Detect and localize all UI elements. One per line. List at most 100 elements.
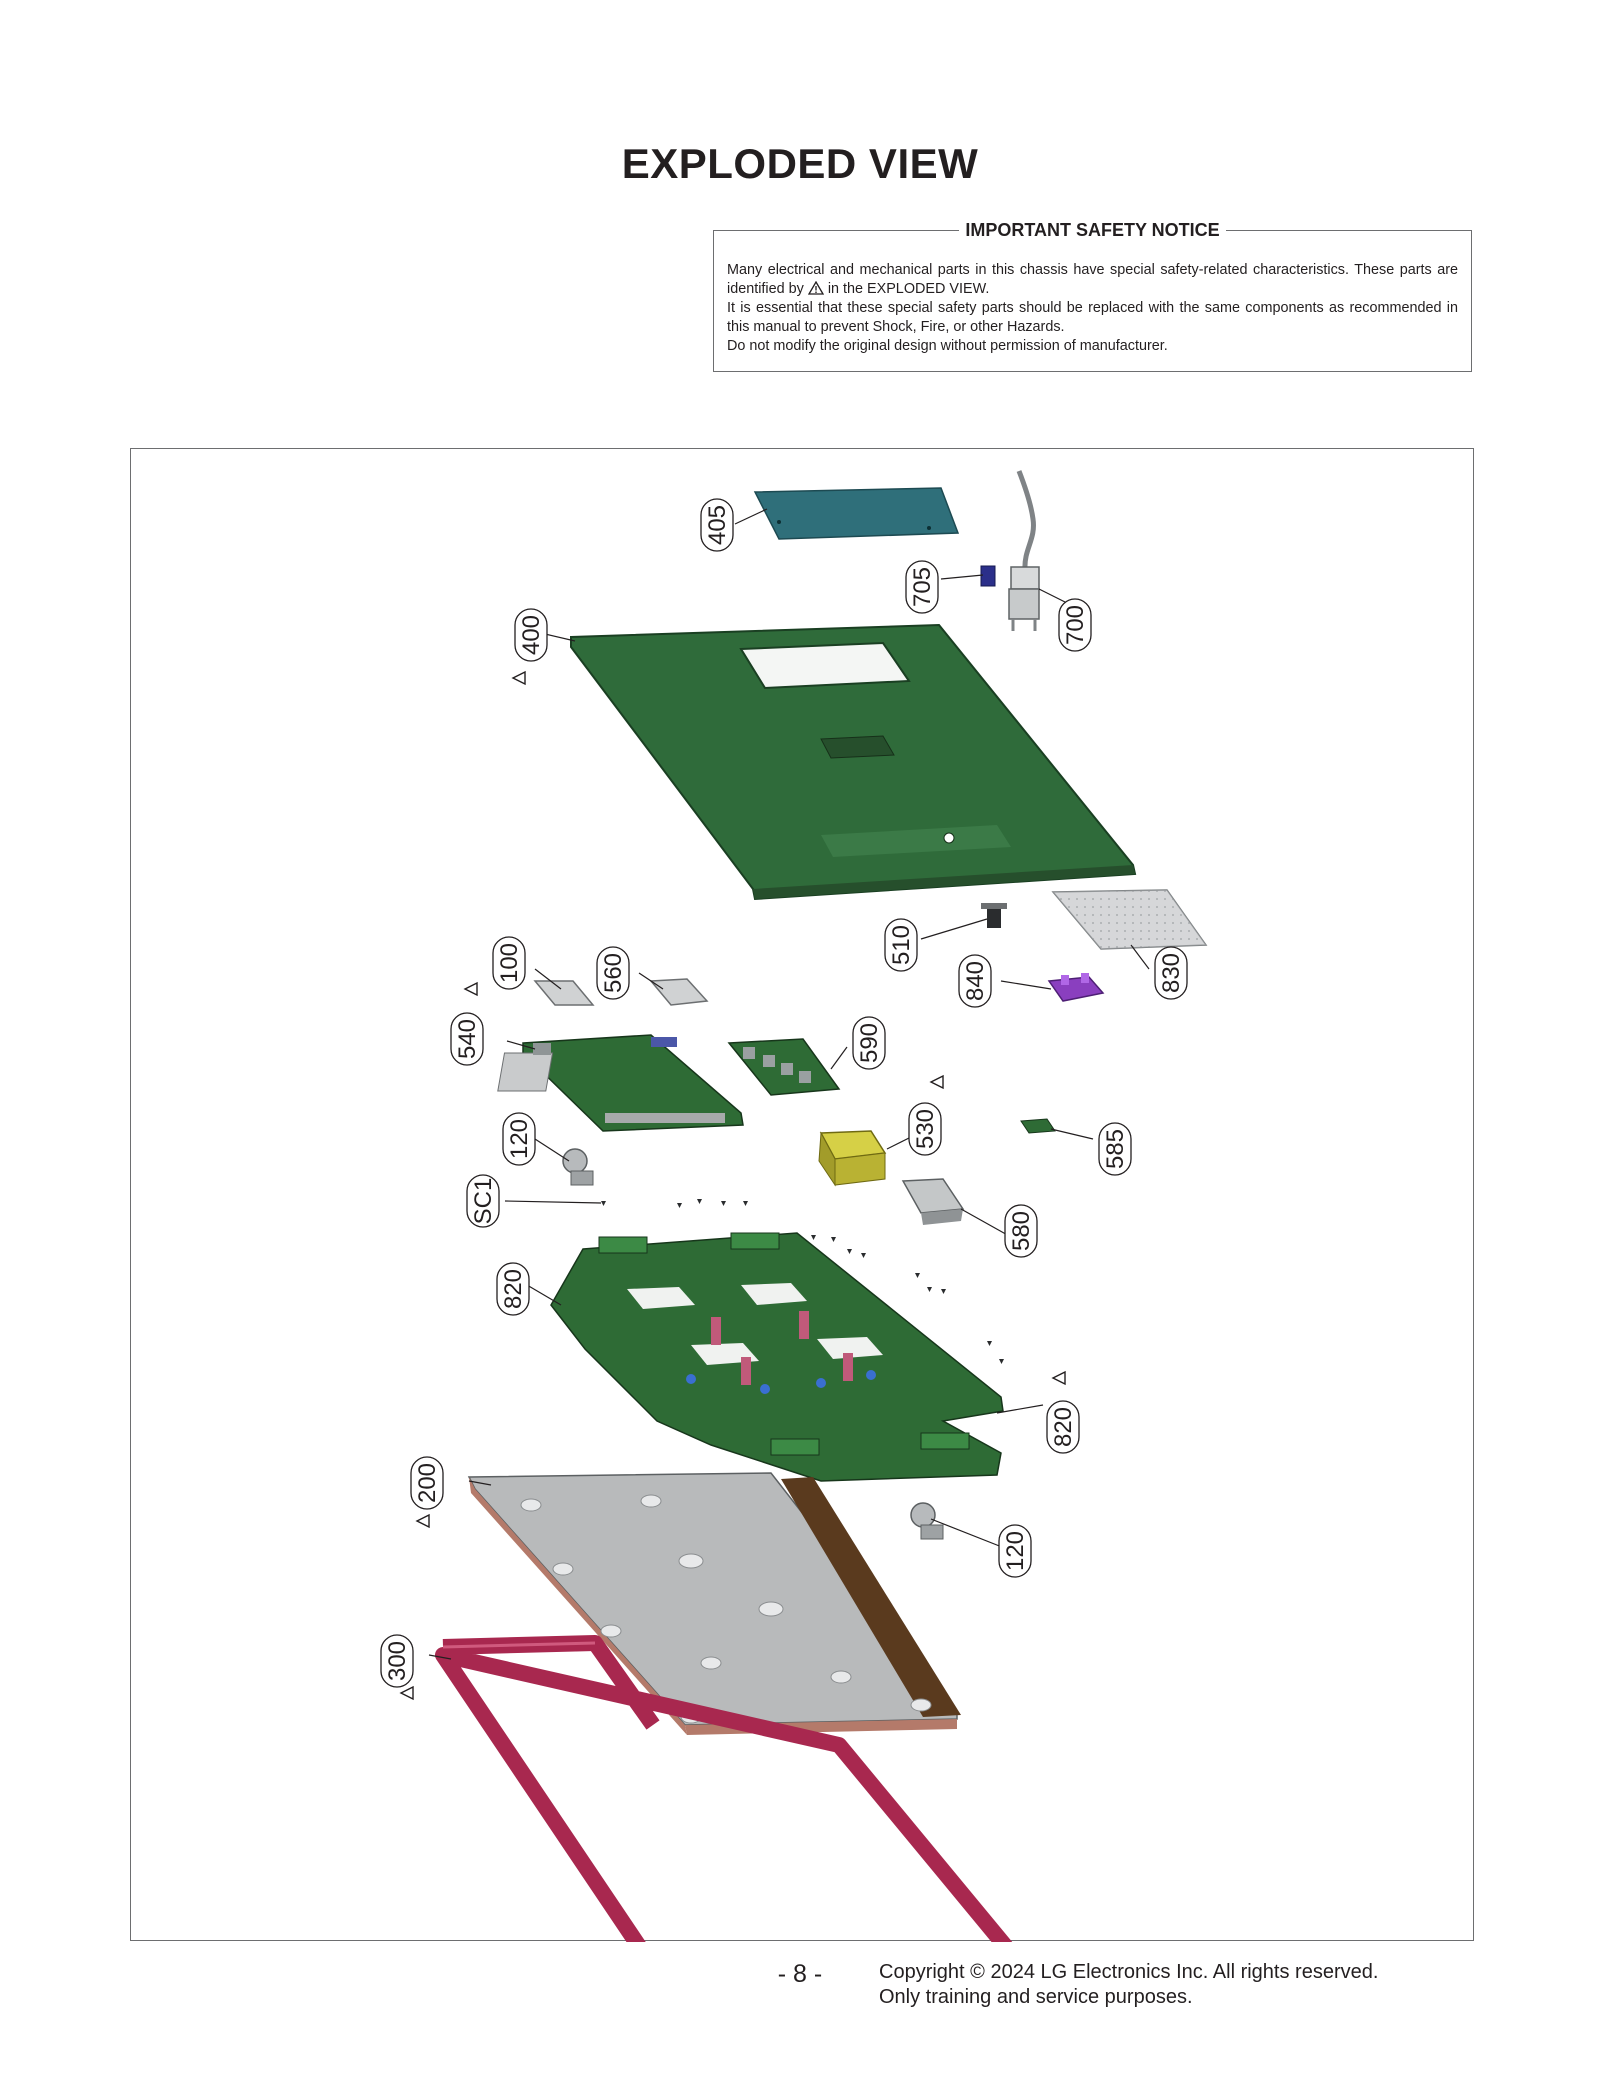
callout-label: 120	[506, 1119, 533, 1159]
callout-bubble	[502, 1112, 536, 1166]
callout-bubble	[380, 1634, 414, 1688]
callout-label: 705	[909, 567, 936, 607]
part-callouts: 405 705 700 400 100 560 510 840 830 540 590 530 120 5…	[380, 498, 1188, 1688]
callout-label: 405	[704, 505, 731, 545]
callout-705: 705	[905, 560, 939, 614]
callout-bubble	[492, 936, 526, 990]
part-120-speaker-top	[562, 1148, 594, 1186]
copyright-line-1: Copyright © 2024 LG Electronics Inc. All…	[879, 1961, 1379, 1983]
callout-bubble	[1058, 598, 1092, 652]
callout-label: 590	[856, 1023, 883, 1063]
callout-bubble	[958, 954, 992, 1008]
callout-label: 560	[600, 953, 627, 993]
callout-530: 530	[908, 1102, 942, 1156]
part-705-clip	[980, 565, 996, 587]
callout-400: 400	[514, 608, 548, 662]
callout-label: 530	[912, 1109, 939, 1149]
callout-label: 580	[1008, 1211, 1035, 1251]
callout-bubble	[466, 1174, 500, 1228]
callout-label: 120	[1002, 1531, 1029, 1571]
callout-bubble	[884, 918, 918, 972]
part-590-board	[727, 1038, 841, 1096]
callout-bubble	[450, 1012, 484, 1066]
callout-label: 510	[888, 925, 915, 965]
part-120-speaker-bottom	[910, 1502, 944, 1540]
callout-label: 200	[414, 1463, 441, 1503]
safety-notice-box: IMPORTANT SAFETY NOTICE Many electrical …	[713, 220, 1472, 372]
callout-300: 300	[380, 1634, 414, 1688]
callout-bubble	[908, 1102, 942, 1156]
callout-200: 200	[410, 1456, 444, 1510]
callout-bubble	[1098, 1122, 1132, 1176]
part-400-rear-cover	[570, 623, 1137, 901]
callout-820a: 820	[496, 1262, 530, 1316]
part-300-front-frame	[435, 1635, 1013, 1942]
callout-label: 820	[1050, 1407, 1077, 1447]
safety-notice-body: Many electrical and mechanical parts in …	[727, 261, 1458, 356]
callout-bubble	[514, 608, 548, 662]
callout-label: 540	[454, 1019, 481, 1059]
notice-line-3: Do not modify the original design withou…	[727, 338, 1168, 354]
callout-label: 830	[1158, 953, 1185, 993]
safety-triangle-icons	[399, 670, 1066, 1701]
callout-label: SC1	[470, 1178, 497, 1225]
callout-bubble	[1004, 1204, 1038, 1258]
callout-120a: 120	[502, 1112, 536, 1166]
callout-540: 540	[450, 1012, 484, 1066]
callout-510: 510	[884, 918, 918, 972]
callout-bubble	[496, 1262, 530, 1316]
part-510-bracket	[981, 903, 1007, 928]
callout-label: 820	[500, 1269, 527, 1309]
page-title: EXPLODED VIEW	[621, 140, 979, 187]
copyright: Copyright © 2024 LG Electronics Inc. All…	[879, 1960, 1378, 2010]
leader-lines	[428, 508, 1150, 1660]
callout-label: 100	[496, 943, 523, 983]
part-100-module	[533, 980, 595, 1006]
callout-bubble	[1154, 946, 1188, 1000]
callout-label: 840	[962, 961, 989, 1001]
part-830-shield-plate	[1051, 889, 1208, 950]
part-200-display-panel	[467, 1472, 961, 1735]
callout-label: 585	[1102, 1129, 1129, 1169]
notice-line-2: It is essential that these special safet…	[727, 300, 1458, 335]
part-580-bracket	[901, 1178, 965, 1225]
callout-100: 100	[492, 936, 526, 990]
part-405-plate	[753, 487, 960, 540]
copyright-line-2: Only training and service purposes.	[879, 1986, 1193, 2008]
notice-line-1: Many electrical and mechanical parts in …	[727, 262, 1458, 297]
callout-405: 405	[700, 498, 734, 552]
callout-830: 830	[1154, 946, 1188, 1000]
part-840-bracket	[1047, 973, 1105, 1002]
callout-580: 580	[1004, 1204, 1038, 1258]
exploded-view-drawing: 405 705 700 400 100 560 510 840 830 540 590 530 120 5…	[380, 470, 1208, 1942]
callout-bubble	[410, 1456, 444, 1510]
callout-820b: 820	[1046, 1400, 1080, 1454]
callout-560: 560	[596, 946, 630, 1000]
callout-bubble	[1046, 1400, 1080, 1454]
callout-700: 700	[1058, 598, 1092, 652]
callout-840: 840	[958, 954, 992, 1008]
callout-bubble	[998, 1524, 1032, 1578]
part-585-board	[1020, 1118, 1056, 1134]
screws-sc1	[601, 1199, 1004, 1364]
callout-label: 700	[1062, 605, 1089, 645]
warning-triangle-icon	[807, 281, 824, 295]
part-560-module	[649, 978, 709, 1006]
safety-notice-heading: IMPORTANT SAFETY NOTICE	[959, 220, 1226, 240]
part-530-transformer	[818, 1130, 887, 1187]
callout-label: 300	[384, 1641, 411, 1681]
page-number: - 8 -	[777, 1960, 823, 1988]
part-700-power-cord	[1008, 470, 1040, 631]
part-820-chassis-frame	[550, 1232, 1004, 1482]
notice-line-1-tail: in the EXPLODED VIEW.	[827, 281, 990, 297]
callout-bubble	[700, 498, 734, 552]
callout-120b: 120	[998, 1524, 1032, 1578]
callout-bubble	[852, 1016, 886, 1070]
callout-bubble	[905, 560, 939, 614]
part-540-main-board	[497, 1034, 744, 1132]
exploded-view-figure: 405 705 700 400 100 560 510 840 830 540 590 530 120 5…	[130, 448, 1474, 1942]
callout-585: 585	[1098, 1122, 1132, 1176]
callout-SC1: SC1	[466, 1174, 500, 1228]
callout-590: 590	[852, 1016, 886, 1070]
callout-label: 400	[518, 615, 545, 655]
